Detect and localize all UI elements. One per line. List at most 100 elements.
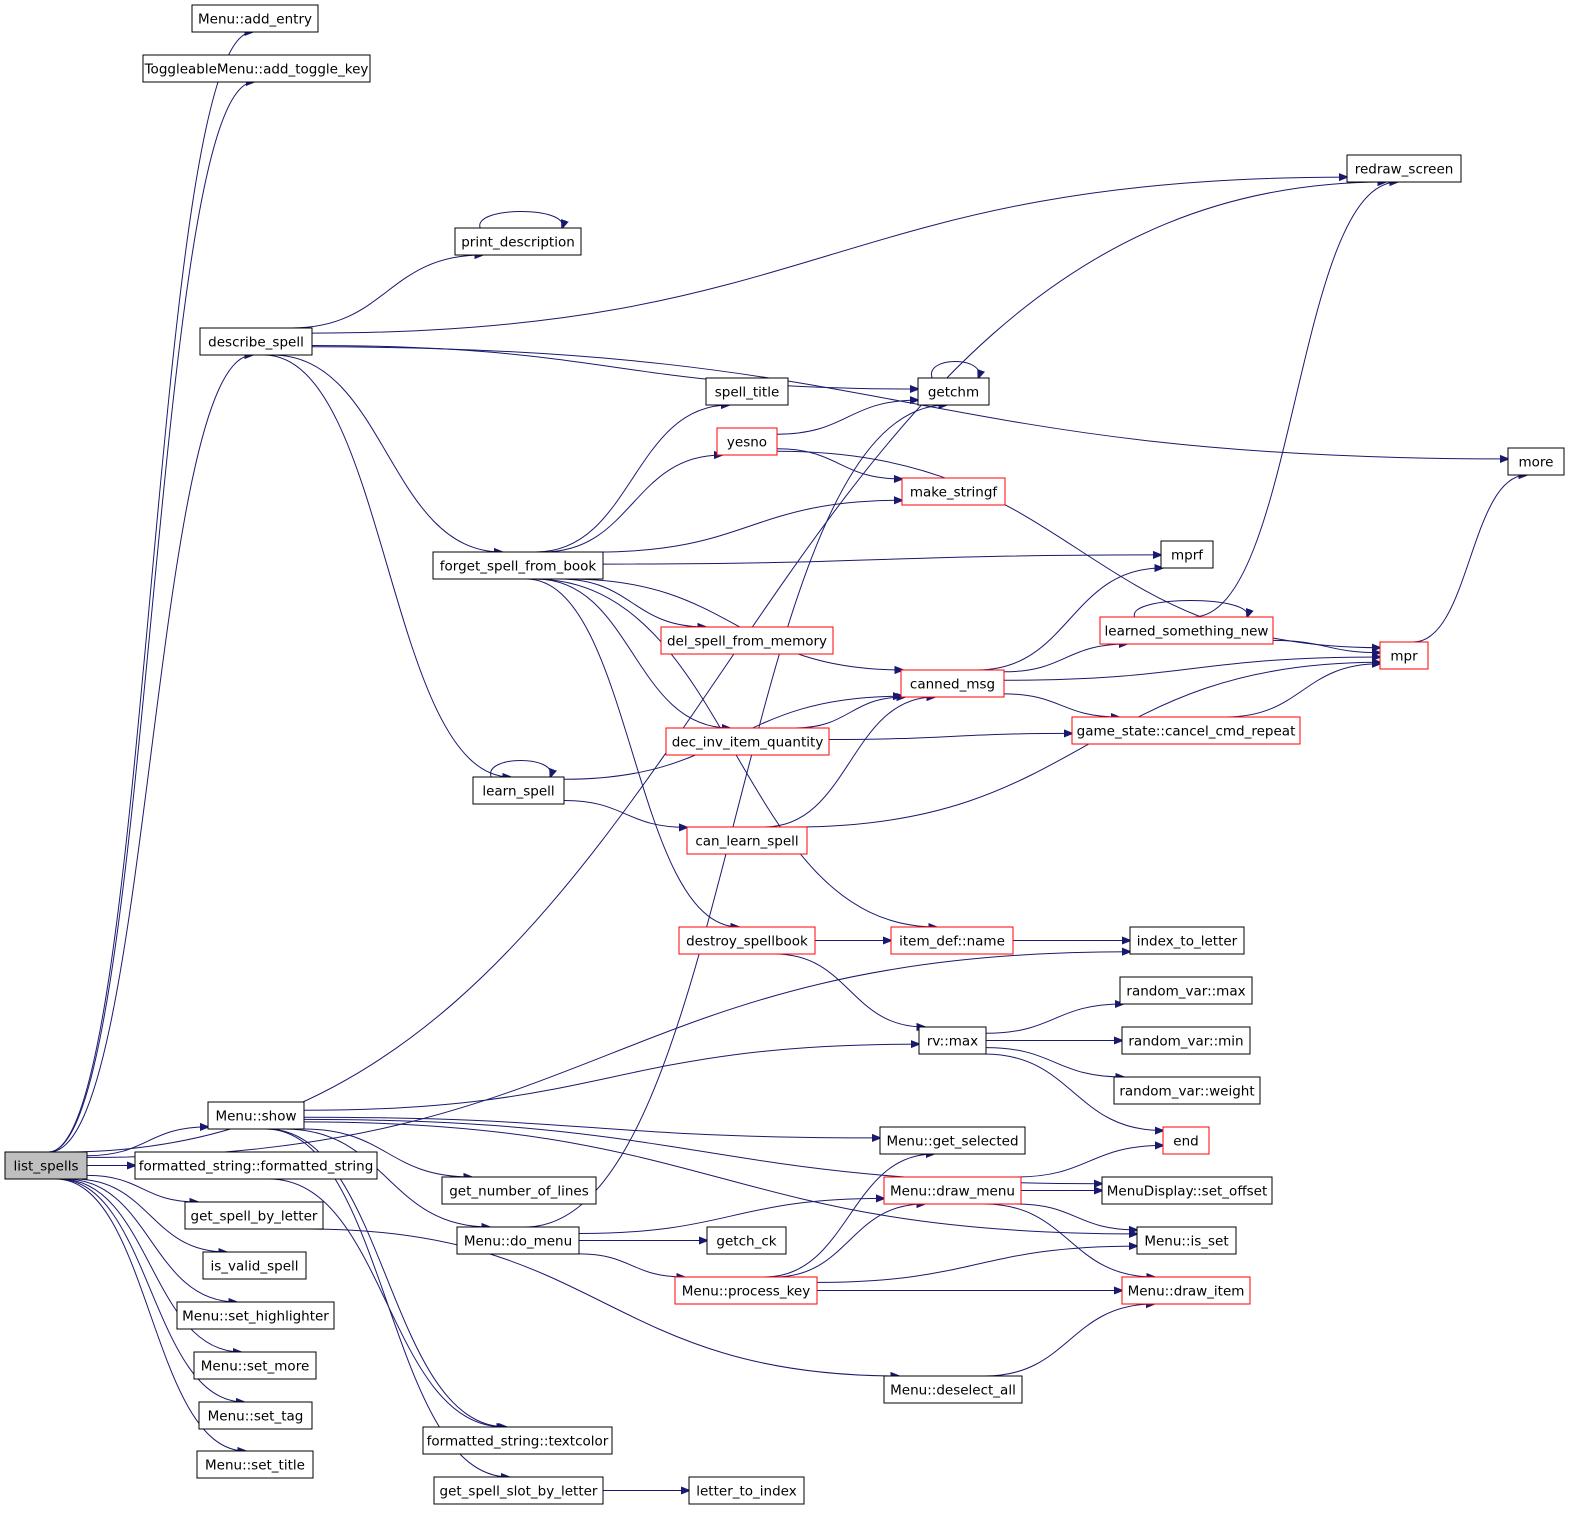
node-label: get_number_of_lines — [449, 1184, 589, 1200]
node-is-valid-spell[interactable]: is_valid_spell — [202, 1251, 307, 1280]
node-box — [660, 626, 834, 655]
edge-forget_spell_from_book-to-dec_inv_item_quantity — [535, 578, 730, 728]
edge-list_spells-to-redraw_screen — [64, 182, 1385, 1153]
node-make-stringf[interactable]: make_stringf — [901, 477, 1006, 506]
node-box — [432, 551, 604, 580]
node-set-tag[interactable]: Menu::set_tag — [198, 1401, 313, 1430]
node-label: item_def::name — [899, 934, 1005, 950]
node-draw-menu[interactable]: Menu::draw_menu — [883, 1176, 1022, 1205]
node-label: can_learn_spell — [695, 834, 798, 850]
node-get-selected[interactable]: Menu::get_selected — [879, 1126, 1026, 1155]
node-canned-msg[interactable]: canned_msg — [900, 669, 1005, 698]
edge-yesno-to-mpr — [776, 450, 1380, 647]
node-forget-spell-from-book[interactable]: forget_spell_from_book — [432, 551, 604, 580]
node-do-menu[interactable]: Menu::do_menu — [456, 1226, 580, 1255]
edge-list_spells-to-index_to_letter — [86, 952, 1130, 1158]
node-deselect-all[interactable]: Menu::deselect_all — [883, 1375, 1023, 1404]
node-can-learn-spell[interactable]: can_learn_spell — [686, 826, 808, 855]
node-getch-ck[interactable]: getch_ck — [706, 1226, 787, 1255]
node-label: mpr — [1390, 649, 1418, 665]
edge-describe_spell-to-forget_spell_from_book — [271, 354, 502, 552]
edge-formatted_string_ctor-to-textcolor — [268, 1178, 505, 1427]
edge-describe_spell-to-print_description — [291, 255, 482, 329]
node-redraw-screen[interactable]: redraw_screen — [1346, 154, 1462, 183]
node-get-spell-by-letter[interactable]: get_spell_by_letter — [184, 1201, 324, 1230]
node-set-more[interactable]: Menu::set_more — [193, 1351, 317, 1380]
node-formatted-string-ctor[interactable]: formatted_string::formatted_string — [134, 1151, 378, 1180]
node-set-offset[interactable]: MenuDisplay::set_offset — [1101, 1176, 1273, 1205]
node-getchm[interactable]: getchm — [917, 377, 990, 406]
node-random-var-min[interactable]: random_var::min — [1121, 1026, 1251, 1055]
node-random-var-weight[interactable]: random_var::weight — [1113, 1076, 1261, 1105]
edge-deselect_all-to-draw_item — [984, 1304, 1154, 1377]
node-label: list_spells — [13, 1159, 78, 1175]
node-print-description[interactable]: print_description — [454, 227, 582, 256]
node-label: ToggleableMenu::add_toggle_key — [144, 62, 369, 78]
node-add-entry[interactable]: Menu::add_entry — [191, 4, 319, 33]
node-box — [1113, 1076, 1261, 1105]
node-get-number-of-lines[interactable]: get_number_of_lines — [441, 1176, 597, 1205]
node-label: index_to_letter — [1137, 934, 1238, 950]
node-yesno[interactable]: yesno — [716, 427, 778, 456]
node-learn-spell[interactable]: learn_spell — [472, 776, 565, 805]
node-box — [918, 1026, 987, 1055]
node-label: Menu::set_tag — [208, 1409, 304, 1425]
node-more[interactable]: more — [1507, 447, 1565, 476]
node-index-to-letter[interactable]: index_to_letter — [1129, 926, 1245, 955]
node-add-toggle-key[interactable]: ToggleableMenu::add_toggle_key — [142, 54, 371, 83]
node-random-var-max[interactable]: random_var::max — [1119, 976, 1253, 1005]
node-destroy-spellbook[interactable]: destroy_spellbook — [678, 926, 816, 955]
node-label: formatted_string::textcolor — [427, 1434, 609, 1450]
edge-menu_show-to-rv_max — [303, 1044, 919, 1111]
edge-forget_spell_from_book-to-canned_msg — [567, 578, 903, 670]
node-box — [433, 1476, 604, 1505]
node-label: Menu::show — [215, 1109, 296, 1125]
node-box — [1071, 716, 1301, 745]
node-del-spell-from-memory[interactable]: del_spell_from_memory — [660, 626, 834, 655]
node-label: Menu::process_key — [682, 1284, 810, 1300]
node-label: yesno — [727, 435, 767, 451]
node-box — [191, 4, 319, 33]
node-menu-show[interactable]: Menu::show — [207, 1101, 305, 1130]
edge-learned_something_new-to-redraw_screen — [1192, 182, 1398, 618]
node-process-key[interactable]: Menu::process_key — [674, 1276, 818, 1305]
node-textcolor[interactable]: formatted_string::textcolor — [422, 1426, 613, 1455]
node-dec-inv-item-quantity[interactable]: dec_inv_item_quantity — [665, 727, 830, 756]
edge-process_key-to-draw_menu — [773, 1204, 925, 1278]
edge-learn_spell-to-learn_spell — [490, 760, 551, 778]
node-box — [1379, 641, 1429, 670]
node-label: formatted_string::formatted_string — [139, 1159, 374, 1175]
node-box — [4, 1151, 88, 1180]
node-label: learned_something_new — [1105, 624, 1269, 640]
node-is-set[interactable]: Menu::is_set — [1136, 1226, 1237, 1255]
node-draw-item[interactable]: Menu::draw_item — [1121, 1276, 1251, 1305]
node-box — [1119, 976, 1253, 1005]
node-get-spell-slot-by-letter[interactable]: get_spell_slot_by_letter — [433, 1476, 604, 1505]
node-cancel-cmd-repeat[interactable]: game_state::cancel_cmd_repeat — [1071, 716, 1301, 745]
edge-list_spells-to-menu_show — [86, 1127, 208, 1157]
edge-list_spells-to-set_tag — [57, 1178, 244, 1402]
edge-draw_menu-to-is_set — [1015, 1203, 1137, 1230]
node-list-spells[interactable]: list_spells — [4, 1151, 88, 1180]
edge-do_menu-to-getchm — [524, 405, 947, 1228]
node-letter-to-index[interactable]: letter_to_index — [688, 1476, 805, 1505]
node-set-title[interactable]: Menu::set_title — [196, 1450, 314, 1479]
node-describe-spell[interactable]: describe_spell — [199, 327, 313, 356]
node-item-def-name[interactable]: item_def::name — [890, 926, 1014, 955]
node-label: destroy_spellbook — [686, 934, 808, 950]
node-rv-max[interactable]: rv::max — [918, 1026, 987, 1055]
node-end[interactable]: end — [1162, 1126, 1210, 1155]
node-set-highlighter[interactable]: Menu::set_highlighter — [176, 1301, 335, 1330]
node-box — [202, 1251, 307, 1280]
node-label: Menu::is_set — [1144, 1234, 1228, 1250]
node-mprf[interactable]: mprf — [1160, 540, 1214, 569]
edge-learn_spell-to-can_learn_spell — [563, 800, 687, 828]
node-label: Menu::deselect_all — [890, 1383, 1016, 1399]
node-label: del_spell_from_memory — [667, 634, 827, 650]
node-mpr[interactable]: mpr — [1379, 641, 1429, 670]
node-box — [1129, 926, 1245, 955]
node-spell-title[interactable]: spell_title — [705, 377, 789, 406]
node-label: forget_spell_from_book — [440, 559, 597, 575]
node-box — [422, 1426, 613, 1455]
node-learned-something-new[interactable]: learned_something_new — [1099, 616, 1274, 645]
